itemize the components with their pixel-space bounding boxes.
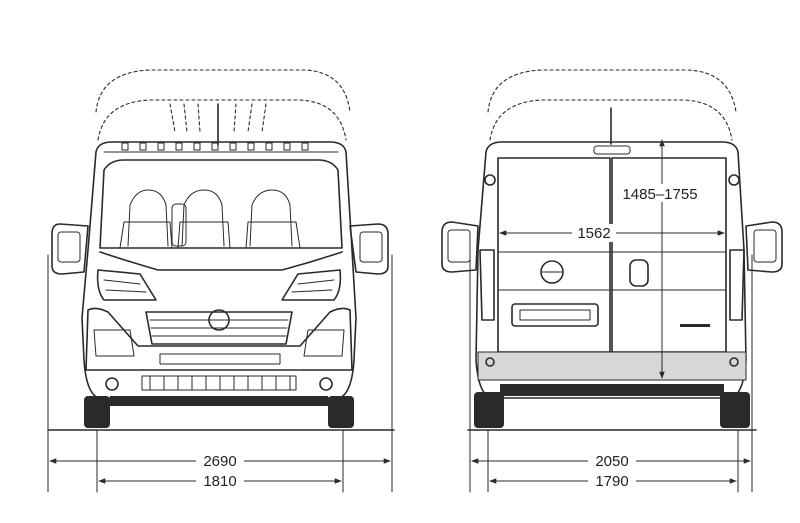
front-body-outline: [81, 141, 357, 399]
rear-track-width-label: 1790: [595, 473, 628, 490]
front-headlight-left: [96, 269, 157, 301]
rear-medium-roof-outline: [489, 99, 733, 141]
front-grille: [145, 311, 293, 345]
front-tyre-right: [328, 396, 354, 428]
rear-taillight-right: [729, 249, 745, 321]
front-foglight-right: [319, 377, 333, 391]
rear-view: 1485–1755 1562 2050 1790: [441, 69, 783, 493]
front-high-roof-outline: [95, 69, 351, 113]
front-seats: [119, 189, 301, 249]
rear-door-left: [497, 157, 611, 353]
rear-overall-width-label: 2050: [595, 453, 628, 470]
rear-brake-light: [593, 145, 631, 155]
front-overall-width-label: 2690: [203, 453, 236, 470]
front-foglight-left: [105, 377, 119, 391]
front-grille-bars: [149, 319, 289, 337]
rear-tyre-right: [720, 392, 750, 428]
front-mirror-left: [51, 223, 89, 275]
front-tyre-left: [84, 396, 110, 428]
rear-high-roof-outline: [487, 69, 737, 113]
rear-model-badge-icon: [680, 324, 710, 327]
front-track-width-label: 1810: [203, 473, 236, 490]
rear-taillight-left: [479, 249, 495, 321]
rear-mirror-left: [441, 221, 479, 273]
front-roof-strip: [103, 142, 339, 153]
rear-mirror-right: [745, 221, 783, 273]
rear-cargo-height-label: 1485–1755: [622, 186, 697, 203]
rear-license-plate: [511, 303, 599, 327]
front-view: 2690 1810: [47, 69, 395, 493]
front-headlight-right: [281, 269, 342, 301]
front-medium-roof-outline: [97, 99, 347, 141]
front-bumper: [85, 307, 353, 371]
rear-logo-icon: [540, 260, 564, 284]
front-mirror-right: [349, 223, 389, 275]
front-roof-interior-lines: [169, 103, 267, 146]
front-windscreen: [99, 159, 343, 249]
rear-tyre-left: [474, 392, 504, 428]
front-logo-icon: [208, 309, 230, 331]
rear-cargo-width-label: 1562: [577, 225, 610, 242]
front-hood: [99, 251, 343, 271]
rear-bumper: [477, 351, 747, 381]
rear-door-handle-icon: [629, 259, 649, 287]
